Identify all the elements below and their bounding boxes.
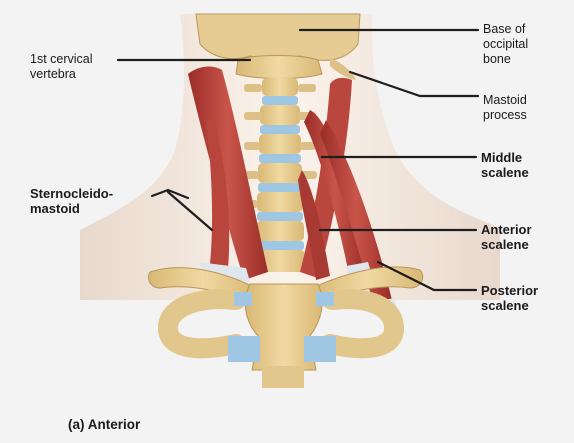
label-line: process <box>483 108 527 123</box>
label-base-of-occipital-bone: Base of occipital bone <box>483 22 528 66</box>
figure-caption: (a) Anterior <box>68 417 140 433</box>
label-anterior-scalene: Anterior scalene <box>481 222 532 253</box>
costal-cartilage-upper-left <box>234 292 252 306</box>
label-posterior-scalene: Posterior scalene <box>481 283 538 314</box>
label-line: Middle <box>481 150 529 165</box>
label-line: scalene <box>481 237 532 252</box>
label-first-cervical-vertebra: 1st cervical vertebra <box>30 52 93 82</box>
sternum-body <box>262 366 304 388</box>
costal-cartilage-lower-left <box>228 336 260 362</box>
label-line: scalene <box>481 165 529 180</box>
costal-cartilage-upper-right <box>316 292 334 306</box>
label-line: Sternocleido- <box>30 186 113 201</box>
label-sternocleidomastoid: Sternocleido- mastoid <box>30 186 113 217</box>
label-line: vertebra <box>30 67 93 82</box>
label-mastoid-process: Mastoid process <box>483 93 527 123</box>
label-middle-scalene: Middle scalene <box>481 150 529 181</box>
label-line: bone <box>483 52 528 67</box>
label-line: 1st cervical <box>30 52 93 67</box>
label-line: occipital <box>483 37 528 52</box>
right-first-rib <box>330 299 394 348</box>
label-line: Base of <box>483 22 528 37</box>
label-line: Anterior <box>481 222 532 237</box>
label-line: Mastoid <box>483 93 527 108</box>
label-line: Posterior <box>481 283 538 298</box>
label-line: mastoid <box>30 201 113 216</box>
costal-cartilage-lower-right <box>304 336 336 362</box>
occipital-bone <box>196 14 360 62</box>
label-line: scalene <box>481 298 538 313</box>
left-first-rib <box>168 299 236 348</box>
